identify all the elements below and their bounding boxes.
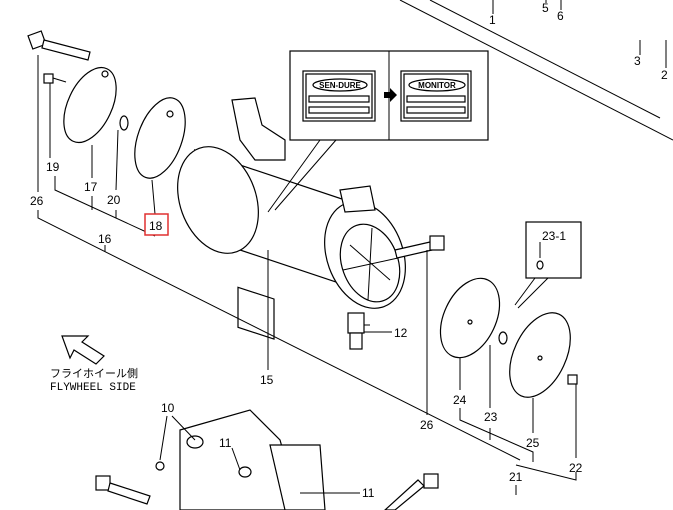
bolt-26-left: [27, 30, 91, 61]
part-label-11-upper: 11: [219, 436, 232, 450]
part-label-2: 2: [661, 68, 668, 82]
bolt-26-right: [394, 235, 445, 259]
sensor-cylinder-15: [177, 97, 406, 340]
part-label-17: 17: [84, 180, 98, 194]
cover-plate-25: [509, 312, 571, 398]
bolt-lower-right: [384, 473, 439, 510]
screw-19: [43, 73, 67, 84]
part-label-15: 15: [260, 373, 274, 387]
part-label-20: 20: [107, 193, 121, 207]
bolt-lower-left: [95, 475, 151, 505]
part-label-23-1: 23-1: [542, 229, 566, 243]
flywheel-side-jp: フライホイール側: [50, 367, 138, 380]
leader-lines: [37, 55, 577, 495]
washer-23: [498, 331, 508, 345]
part-label-16: 16: [98, 232, 112, 246]
part-label-26-left: 26: [30, 194, 44, 208]
part-label-24: 24: [453, 393, 467, 407]
screw-22: [567, 374, 578, 395]
gasket-18: [134, 97, 186, 179]
o-ring-20: [119, 115, 129, 131]
part-label-6: 6: [557, 9, 564, 23]
callout-23-1: [514, 221, 582, 309]
part-label-23: 23: [484, 410, 498, 424]
highlight-box-18[interactable]: [144, 213, 169, 236]
label-callout: [267, 50, 489, 213]
upper-assembly-lines: [399, 0, 673, 141]
part-label-5: 5: [542, 1, 549, 15]
fitting-12: [347, 312, 370, 350]
part-label-11-lower: 11: [362, 486, 375, 500]
sen-dure-label: SEN-DURE: [319, 81, 361, 90]
part-label-3: 3: [634, 54, 641, 68]
part-label-25: 25: [526, 436, 540, 450]
monitor-label: MONITOR: [418, 81, 456, 90]
part-label-26-right: 26: [420, 418, 434, 432]
part-label-10: 10: [161, 401, 175, 415]
part-label-18[interactable]: 18: [149, 219, 163, 233]
flywheel-side-en: FLYWHEEL SIDE: [50, 382, 136, 394]
cover-plate-17: [63, 66, 117, 144]
gasket-24: [439, 277, 501, 359]
part-label-21: 21: [509, 470, 523, 484]
part-label-19: 19: [46, 160, 60, 174]
part-label-1: 1: [489, 13, 496, 27]
part-label-22: 22: [569, 461, 583, 475]
part-label-12: 12: [394, 326, 408, 340]
flywheel-direction-arrow: [61, 335, 105, 365]
bracket-11: [155, 409, 326, 510]
